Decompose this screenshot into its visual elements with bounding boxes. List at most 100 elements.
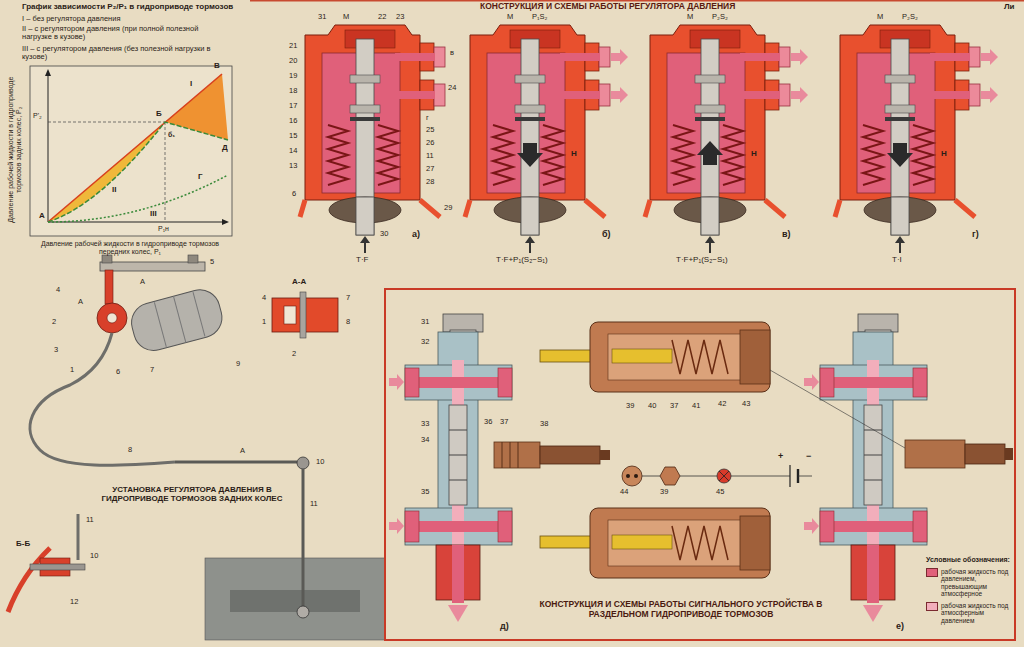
callout-number: г) — [972, 230, 979, 240]
callout-number: А — [140, 278, 145, 286]
callout-number: 15 — [289, 132, 297, 140]
callout-number: II — [112, 186, 116, 195]
callout-number: 11 — [426, 152, 434, 160]
callout-number: III — [150, 210, 157, 219]
callout-number: 20 — [289, 57, 297, 65]
callout-number: 5 — [210, 258, 214, 266]
callout-number: P₂S₂ — [712, 13, 728, 21]
callout-number: 7 — [346, 294, 350, 302]
callout-number: 13 — [289, 162, 297, 170]
callout-number: 10 — [316, 458, 324, 466]
callout-number: 2 — [292, 350, 296, 358]
callout-number: 11 — [310, 500, 318, 508]
callout-number: 37 — [670, 402, 678, 410]
callout-number: 9 — [236, 360, 240, 368]
callout-number: 16 — [289, 117, 297, 125]
callout-number: в — [450, 49, 454, 57]
legend-swatch — [926, 568, 938, 577]
callout-number: б) — [602, 230, 611, 240]
callout-number: 38 — [540, 420, 548, 428]
callout-number: 6 — [292, 190, 296, 198]
callout-number: А — [39, 212, 45, 221]
callout-number: 21 — [289, 42, 297, 50]
callout-number: H — [941, 150, 947, 159]
callout-number: 28 — [426, 178, 434, 186]
callout-number: 31 — [421, 318, 429, 326]
legend-text: рабочая жидкость под давлением, превышаю… — [941, 568, 1011, 598]
callout-number: 42 — [718, 400, 726, 408]
text-label: А-А — [292, 278, 306, 287]
callout-number: 35 — [421, 488, 429, 496]
callout-number: 33 — [421, 420, 429, 428]
callout-number: А — [78, 298, 83, 306]
callout-number: б₁ — [168, 131, 175, 139]
callout-number: а) — [412, 230, 420, 240]
callout-number: 44 — [620, 488, 628, 496]
callout-number: − — [806, 452, 811, 462]
text-label: Б-Б — [16, 540, 30, 549]
text-label: III – с регулятором давления (без полезн… — [22, 45, 222, 62]
text-label: Условные обозначения: — [926, 556, 1010, 564]
callout-number: Б — [156, 110, 162, 119]
callout-number: 29 — [444, 204, 452, 212]
callout-number: M — [687, 13, 693, 21]
callout-number: H — [571, 150, 577, 159]
legend-box: рабочая жидкость под давлением, превышаю… — [926, 568, 1014, 628]
callout-number: 19 — [289, 72, 297, 80]
callout-number: 43 — [742, 400, 750, 408]
callout-number: P₁S₂ — [532, 13, 547, 21]
callout-number: P'₂ — [33, 112, 42, 120]
callout-number: 17 — [289, 102, 297, 110]
callout-number: 14 — [289, 147, 297, 155]
callout-number: 24 — [448, 84, 456, 92]
callout-number: 27 — [426, 165, 434, 173]
callout-number: 1 — [70, 366, 74, 374]
callout-number: д) — [500, 622, 509, 632]
callout-number: 41 — [692, 402, 700, 410]
text-label: Давление рабочей жидкости в гидроприводе… — [7, 65, 22, 235]
callout-number: Г — [198, 173, 203, 182]
callout-number: 31 — [318, 13, 326, 21]
callout-number: 2 — [52, 318, 56, 326]
callout-number: 32 — [421, 338, 429, 346]
callout-number: 7 — [150, 366, 154, 374]
callout-number: в) — [782, 230, 791, 240]
callout-number: 23 — [396, 13, 404, 21]
callout-number: 22 — [378, 13, 386, 21]
callout-number: 6 — [116, 368, 120, 376]
text-label: T·F+P₁(S₂−S₁) — [496, 256, 548, 265]
callout-number: 10 — [90, 552, 98, 560]
callout-number: 39 — [626, 402, 634, 410]
callout-number: 40 — [648, 402, 656, 410]
callout-number: 39 — [660, 488, 668, 496]
panel-title: КОНСТРУКЦИЯ И СХЕМЫ РАБОТЫ СИГНАЛЬНОГО У… — [536, 600, 826, 620]
text-label: T·F — [356, 256, 368, 265]
text-label: УСТАНОВКА РЕГУЛЯТОРА ДАВЛЕНИЯ В ГИДРОПРИ… — [92, 486, 292, 504]
text-label: График зависимости P₂/P₁ в гидроприводе … — [22, 3, 233, 12]
text-label: Ли — [1004, 3, 1015, 12]
text-label: T·I — [892, 256, 902, 265]
legend-text: рабочая жидкость под атмосферным давлени… — [941, 602, 1011, 624]
callout-number: P₁н — [158, 225, 169, 233]
callout-number: 4 — [262, 294, 266, 302]
callout-number: 11 — [86, 516, 94, 524]
callout-number: 4 — [56, 286, 60, 294]
callout-number: 37 — [500, 418, 508, 426]
callout-number: 3 — [54, 346, 58, 354]
legend-swatch — [926, 602, 938, 611]
callout-number: 34 — [421, 436, 429, 444]
callout-number: M — [343, 13, 349, 21]
callout-number: 18 — [289, 87, 297, 95]
panel-frame: КОНСТРУКЦИЯ И СХЕМЫ РАБОТЫ СИГНАЛЬНОГО У… — [384, 288, 1016, 641]
callout-number: 25 — [426, 126, 434, 134]
text-label: I – без регулятора давления — [22, 15, 121, 23]
callout-number: 8 — [128, 446, 132, 454]
text-label: Давление рабочей жидкости в гидроприводе… — [30, 240, 230, 255]
callout-number: M — [877, 13, 883, 21]
legend-entry: рабочая жидкость под атмосферным давлени… — [926, 602, 1014, 624]
callout-number: + — [778, 452, 783, 462]
text-label: T·F+P₁(S₂−S₁) — [676, 256, 728, 265]
callout-number: I — [190, 80, 192, 89]
callout-number: H — [751, 150, 757, 159]
